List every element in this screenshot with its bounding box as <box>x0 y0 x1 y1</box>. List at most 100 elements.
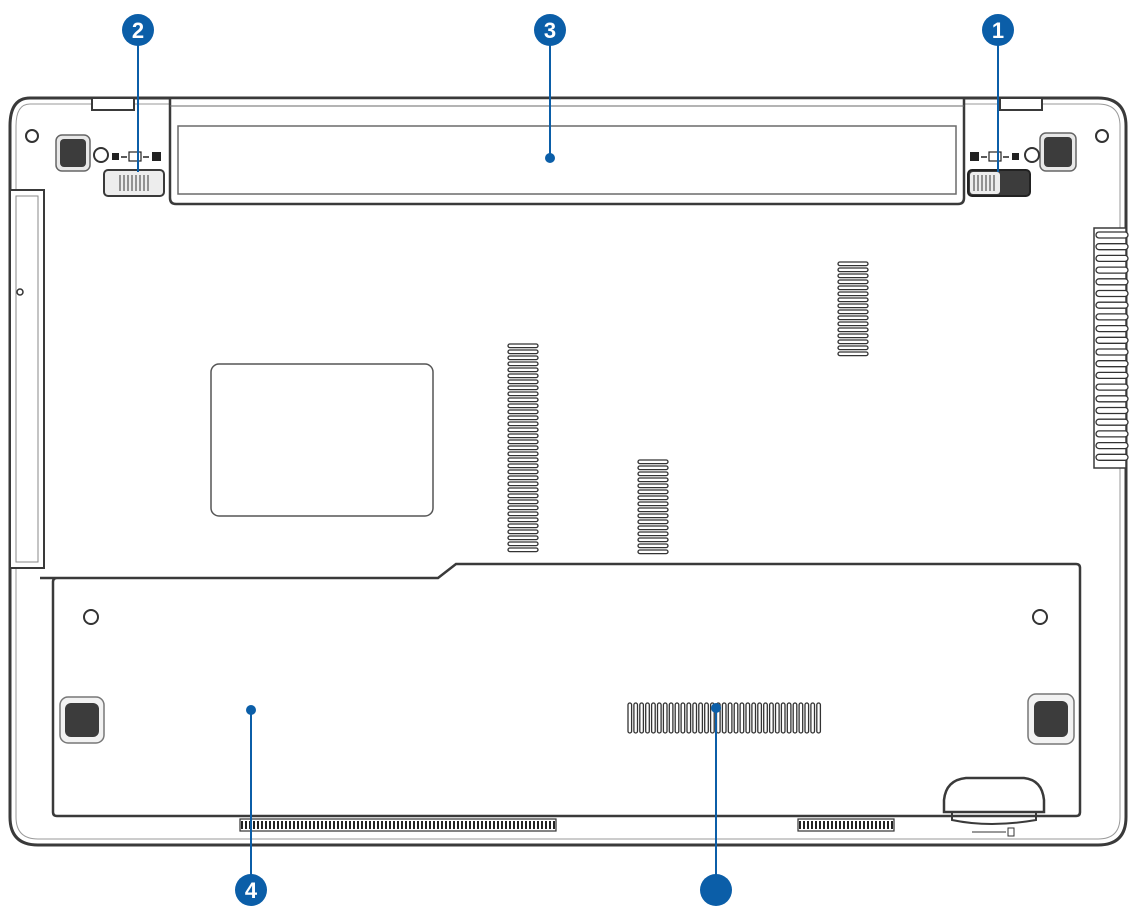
callout-label-2: 2 <box>132 18 144 43</box>
battery-pack-inner <box>177 125 957 195</box>
vent-center-short-slat <box>637 507 669 513</box>
memory-vent-slat <box>668 702 674 734</box>
vent-top-right-slat <box>837 273 869 279</box>
vent-center-tall-slat <box>507 367 539 373</box>
speaker-grille-right-frame <box>797 818 895 832</box>
vent-center-short-slat <box>637 501 669 507</box>
label-area <box>210 363 434 517</box>
memory-vent-slat <box>656 702 662 734</box>
side-vent-slat <box>1095 441 1129 450</box>
memory-vent-slat <box>816 702 822 734</box>
hard-disk-compartment <box>40 562 1082 818</box>
memory-vent-slat <box>698 702 704 734</box>
vent-center-tall-slat <box>507 535 539 541</box>
memory-vent-slat <box>745 702 751 734</box>
memory-vent-slat <box>704 702 709 734</box>
vent-top-right <box>837 261 869 357</box>
vent-center-tall-slat <box>507 529 539 535</box>
battery-lock-manual <box>103 169 165 197</box>
side-vent-slat <box>1095 324 1129 333</box>
rubber-foot-top-right-inner <box>1044 137 1072 167</box>
side-vent-slat <box>1095 406 1129 415</box>
side-vent-slat <box>1095 243 1129 251</box>
memory-vent-slat <box>757 702 763 734</box>
vent-center-tall-slat <box>507 343 539 349</box>
vent-center-tall-slat <box>507 355 539 361</box>
callout-label-1: 1 <box>992 18 1004 43</box>
vent-center-tall-slat <box>507 409 539 415</box>
memory-vent-slat <box>674 702 680 734</box>
vent-center-tall-slat <box>507 523 539 529</box>
vent-center-tall-slat <box>507 433 539 439</box>
vent-center-tall-slat <box>507 511 539 517</box>
memory-vent-slat <box>680 702 686 734</box>
screw-compartment-right <box>1032 609 1048 625</box>
vent-top-right-slat <box>837 339 869 345</box>
vent-center-short-slat <box>637 525 669 531</box>
vent-center-tall-slat <box>507 421 539 427</box>
vent-top-right-slat <box>837 297 869 303</box>
vent-center-tall-slat <box>507 505 539 511</box>
side-vent-slat <box>1095 395 1129 403</box>
side-vent-slat <box>1095 348 1129 356</box>
side-vent-slat <box>1095 278 1129 286</box>
memory-vent-slat <box>763 702 768 734</box>
side-vent-slat <box>1095 371 1129 380</box>
vent-center-short-slat <box>637 477 669 483</box>
bottom-right-bump <box>942 776 1046 814</box>
rubber-foot-bottom-right-inner <box>1034 701 1068 737</box>
memory-vent <box>627 702 822 734</box>
vent-center-tall-slat <box>507 499 539 505</box>
rubber-foot-bottom-left-inner <box>65 703 99 737</box>
side-vent-slat <box>1095 430 1129 438</box>
memory-vent-slat <box>733 702 739 734</box>
unlock-icon <box>112 153 119 160</box>
bottom-right-marking <box>972 827 1015 837</box>
vent-top-right-slat <box>837 345 869 351</box>
vent-center-tall <box>507 343 539 553</box>
callout-badge-4: 4 <box>235 874 267 906</box>
indicator-slot-right <box>988 151 1002 162</box>
vent-top-right-slat <box>837 309 869 315</box>
vent-center-short-slat <box>637 495 669 501</box>
memory-vent-slat <box>798 702 804 734</box>
vent-center-tall-slat <box>507 493 539 499</box>
side-vent-fins <box>1095 231 1129 461</box>
side-vent-slat <box>1095 453 1129 461</box>
memory-vent-slat <box>633 702 639 734</box>
laptop-body-inner-edge <box>15 103 1121 840</box>
vent-center-short-slat <box>637 483 669 489</box>
bottom-right-bump-inner <box>951 812 1037 825</box>
vent-center-tall-slat <box>507 547 539 553</box>
vent-top-right-slat <box>837 351 869 357</box>
vent-center-tall-slat <box>507 469 539 475</box>
memory-vent-slat <box>645 702 650 734</box>
side-vent-slat <box>1095 289 1129 298</box>
vent-center-tall-slat <box>507 397 539 403</box>
vent-center-tall-slat <box>507 481 539 487</box>
side-vent-slat <box>1095 336 1129 344</box>
side-vent-slat <box>1095 266 1129 274</box>
memory-vent-slat <box>721 702 727 734</box>
vent-center-tall-slat <box>507 451 539 457</box>
vent-center-short-slat <box>637 519 669 525</box>
vent-center-tall-slat <box>507 463 539 469</box>
ventilation-groups <box>507 261 869 555</box>
vent-center-tall-slat <box>507 415 539 421</box>
vent-center-tall-slat <box>507 391 539 397</box>
memory-vent-slat <box>727 702 733 734</box>
side-vent-slat <box>1095 383 1129 391</box>
side-vent <box>1095 231 1129 461</box>
vent-top-right-slat <box>837 303 869 309</box>
vent-center-tall-slat <box>507 487 539 493</box>
callout-badge-2: 2 <box>122 14 154 46</box>
screw-top-right <box>1095 129 1109 143</box>
battery-lock-manual-grip <box>119 175 149 191</box>
memory-vent-slat <box>639 702 645 734</box>
vent-center-short-slat <box>637 549 669 555</box>
vent-top-right-slat <box>837 285 869 291</box>
vent-center-tall-slat <box>507 361 539 367</box>
side-vent-slat <box>1095 231 1129 239</box>
vent-center-tall-slat <box>507 439 539 445</box>
